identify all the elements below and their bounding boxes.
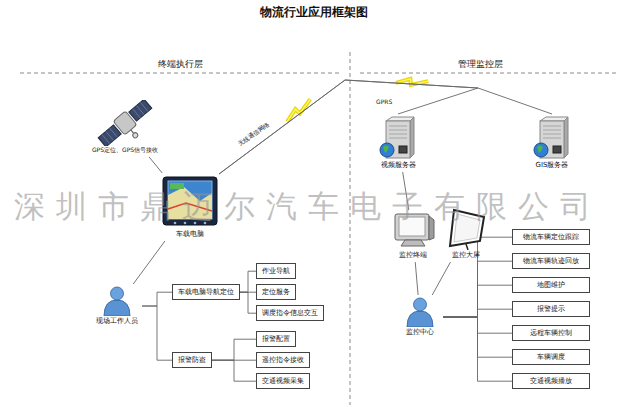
layer-rule: [360, 73, 618, 74]
process-box: 报警防盗: [172, 352, 212, 368]
function-box: 物流车辆定位跟踪: [512, 229, 590, 245]
function-box: 远程车辆控制: [512, 325, 590, 341]
server-icon: GIS服务器: [520, 116, 584, 170]
connector: [212, 360, 256, 381]
node-label: 定位服务: [262, 288, 290, 296]
function-box: 车辆调度: [512, 349, 590, 365]
layer-divider: [350, 52, 351, 405]
connector: [240, 292, 256, 313]
satellite-icon-art: [88, 100, 162, 146]
lightning-bolt: [284, 98, 313, 122]
process-box: 报警配置: [256, 331, 296, 347]
process-box: 遥控指令接收: [256, 352, 310, 368]
satellite-icon: GPS定位、GPS信号接收: [88, 100, 162, 155]
connector: [443, 285, 512, 317]
node-label: 现场工作人员: [92, 317, 142, 325]
node-label: 地图维护: [518, 281, 584, 289]
node-label: GIS服务器: [520, 161, 584, 169]
person-icon: 现场工作人员: [92, 286, 142, 326]
connector: [149, 157, 162, 173]
connector: [443, 237, 512, 317]
node-label: 监控中心: [397, 328, 443, 336]
node-label: 物流车辆定位跟踪: [518, 233, 584, 241]
node-label: 交通视频采集: [262, 377, 304, 385]
node-label: 监控大屏: [443, 251, 489, 259]
vehicle-terminal: 车载电脑: [155, 175, 225, 239]
person-icon-art: [92, 286, 142, 316]
screen-icon-art: [443, 208, 489, 250]
connector: [240, 271, 256, 292]
connector: [219, 80, 478, 174]
person-icon-art: [397, 297, 443, 327]
server-icon: 视频服务器: [366, 116, 430, 170]
process-box: 调度指令信息交互: [256, 305, 324, 321]
node-label: 物流车辆轨迹回放: [518, 257, 584, 265]
screen-icon: 监控大屏: [443, 208, 489, 260]
layer-heading: 管理监控层: [458, 58, 503, 71]
function-box: 地图维护: [512, 277, 590, 293]
connector: [142, 306, 172, 360]
function-box: 物流车辆轨迹回放: [512, 253, 590, 269]
edge-label: 无线通信网络: [236, 119, 272, 149]
function-box: 报警提示: [512, 301, 590, 317]
node-label: 调度指令信息交互: [262, 309, 318, 317]
server-icon-art: [366, 116, 430, 160]
node-label: 遥控指令接收: [262, 356, 304, 364]
process-box: 车载电脑导航定位: [172, 284, 240, 300]
node-label: 车载电脑导航定位: [178, 288, 234, 296]
connector: [133, 241, 165, 284]
process-box: 定位服务: [256, 284, 296, 300]
connector: [403, 172, 409, 210]
connector: [415, 262, 418, 295]
layer-heading: 终端执行层: [158, 58, 203, 71]
monitor-icon: 监控终端: [390, 212, 436, 260]
node-label: 视频服务器: [366, 161, 430, 169]
node-label: 作业导航: [262, 267, 290, 275]
process-box: 交通视频采集: [256, 373, 310, 389]
connector: [219, 80, 552, 174]
node-label: 车载电脑: [155, 230, 225, 238]
connector: [443, 261, 512, 317]
node-label: 报警提示: [518, 305, 584, 313]
function-box: 交通视频播放: [512, 373, 590, 389]
node-label: 交通视频播放: [518, 377, 584, 385]
connector: [443, 309, 512, 317]
network-label: GPRS: [376, 98, 392, 105]
diagram-title: 物流行业应用框架图: [0, 4, 628, 21]
node-label: 远程车辆控制: [518, 329, 584, 337]
node-label: 监控终端: [390, 251, 436, 259]
monitor-icon-art: [390, 212, 436, 250]
connector: [142, 292, 172, 306]
person-icon: 监控中心: [397, 297, 443, 337]
node-label: 报警配置: [262, 335, 290, 343]
watermark: 深圳市鼎迈尔汽车电子有限公司: [14, 186, 602, 228]
layer-rule: [20, 73, 340, 74]
connector: [443, 317, 512, 381]
connector: [212, 339, 256, 360]
process-box: 作业导航: [256, 263, 296, 279]
connector: [432, 262, 450, 295]
node-label: GPS定位、GPS信号接收: [88, 147, 162, 154]
node-label: 报警防盗: [178, 356, 206, 364]
node-label: 车辆调度: [518, 353, 584, 361]
server-icon-art: [520, 116, 584, 160]
vehicle-terminal-art: [155, 175, 225, 229]
